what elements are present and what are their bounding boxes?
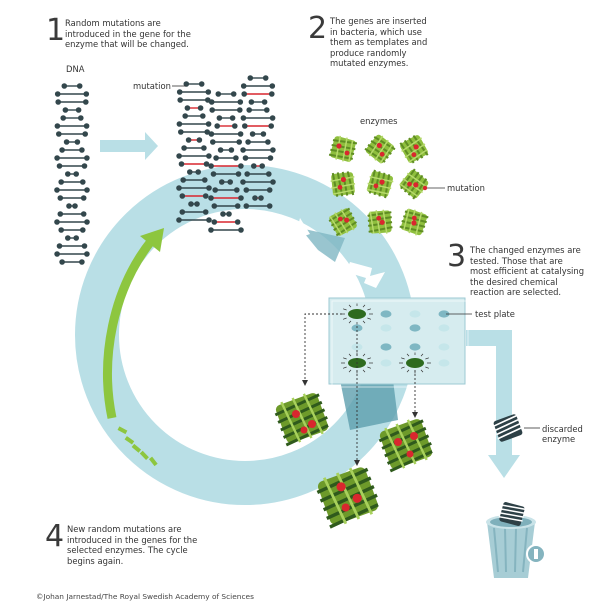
selection-arrows: [304, 313, 416, 462]
step-4-line: introduced in the genes for the: [67, 534, 198, 545]
step-4-line: selected enzymes. The cycle: [67, 545, 188, 555]
step-2-text: The genes are inserted in bacteria, whic…: [330, 16, 427, 69]
step-1-line: Random mutations are: [65, 18, 161, 28]
plate-well: [380, 310, 392, 318]
step-4-line: begins again.: [67, 555, 124, 566]
arrow-dna-to-mutated: [100, 132, 158, 160]
credit-line: ©Johan Jarnestad/The Royal Swedish Acade…: [36, 592, 254, 601]
green-arrow-tail: [117, 426, 158, 467]
plate-well: [348, 309, 366, 319]
trash-bin-icon: [486, 502, 546, 578]
step-1-number: 1: [46, 13, 66, 48]
plate-well: [380, 324, 392, 332]
arrow-mutated-to-enzymes: [246, 214, 310, 240]
small-enzyme: [364, 168, 395, 200]
dna-original: [54, 83, 90, 265]
plate-well: [438, 310, 450, 318]
discarded-label: discarded enzyme: [542, 424, 583, 444]
step-3-line: reaction are selected.: [470, 287, 562, 297]
small-enzyme: [322, 201, 364, 243]
step-3-line: The changed enzymes are: [470, 245, 581, 255]
small-enzyme: [398, 206, 430, 238]
step-3-line: the desired chemical: [470, 276, 558, 287]
plate-well: [380, 359, 392, 367]
step-1-text: Random mutations are introduced in the g…: [65, 18, 191, 50]
selection-arrowheads: [302, 380, 418, 466]
test-plate-label: test plate: [475, 309, 515, 319]
plate-well: [409, 343, 421, 351]
step-3-line: tested. Those that are: [470, 255, 563, 266]
selected-enzyme-2: [376, 416, 437, 473]
plate-well: [380, 343, 392, 351]
enzymes-label: enzymes: [360, 116, 398, 126]
small-enzyme: [360, 130, 400, 169]
step-2-line: mutated enzymes.: [330, 58, 409, 68]
small-enzyme: [328, 134, 358, 164]
cycle-ring-shadow-top: [300, 228, 345, 262]
step-2-line: The genes are inserted: [330, 16, 427, 26]
discarded-label-line: discarded: [542, 424, 583, 434]
discarded-enzyme: [492, 414, 523, 442]
dna-strands: [54, 75, 276, 265]
small-enzyme: [324, 165, 362, 203]
enzyme-grid: [322, 128, 435, 243]
step-3-text: The changed enzymes are tested. Those th…: [470, 245, 584, 298]
arrow-enzymes-to-plate: [346, 262, 385, 288]
step-1-line: introduced in the gene for the: [65, 28, 191, 39]
green-arrowhead: [140, 228, 164, 252]
plate-well: [438, 343, 450, 351]
plate-well: [438, 359, 450, 367]
step-2-number: 2: [308, 11, 328, 46]
dna-mutated-2: [208, 91, 244, 233]
plate-well: [409, 324, 421, 332]
step-2-line: in bacteria, which use: [330, 26, 422, 37]
selected-enzyme-3: [314, 464, 384, 529]
step-4-line: New random mutations are: [67, 524, 182, 534]
step-2-line: them as templates and: [330, 37, 428, 47]
step-3-number: 3: [447, 239, 467, 274]
step-4-number: 4: [45, 519, 65, 554]
dna-mutated-1: [176, 81, 212, 223]
green-cycle-arrow: [103, 237, 156, 419]
plate-well: [406, 358, 424, 368]
dna-label: DNA: [66, 64, 85, 74]
small-enzyme: [394, 164, 434, 204]
arrow-to-discard: [466, 330, 520, 478]
enzyme-mutation-dot: [422, 185, 428, 191]
discarded-label-line: enzyme: [542, 434, 576, 444]
plate-well: [409, 310, 421, 318]
step-2-line: produce randomly: [330, 47, 407, 58]
enzyme-mutation-label: mutation: [447, 183, 485, 193]
selected-enzyme-1: [272, 390, 333, 447]
small-enzyme: [393, 128, 435, 170]
dna-mutated-3: [240, 75, 276, 209]
small-enzyme: [361, 203, 399, 241]
dna-mutation-label: mutation: [133, 81, 171, 91]
step-1-line: enzyme that will be changed.: [65, 39, 189, 49]
plate-well: [438, 324, 450, 332]
step-4-text: New random mutations are introduced in t…: [67, 524, 197, 566]
step-3-line: most efficient at catalysing: [470, 266, 585, 276]
